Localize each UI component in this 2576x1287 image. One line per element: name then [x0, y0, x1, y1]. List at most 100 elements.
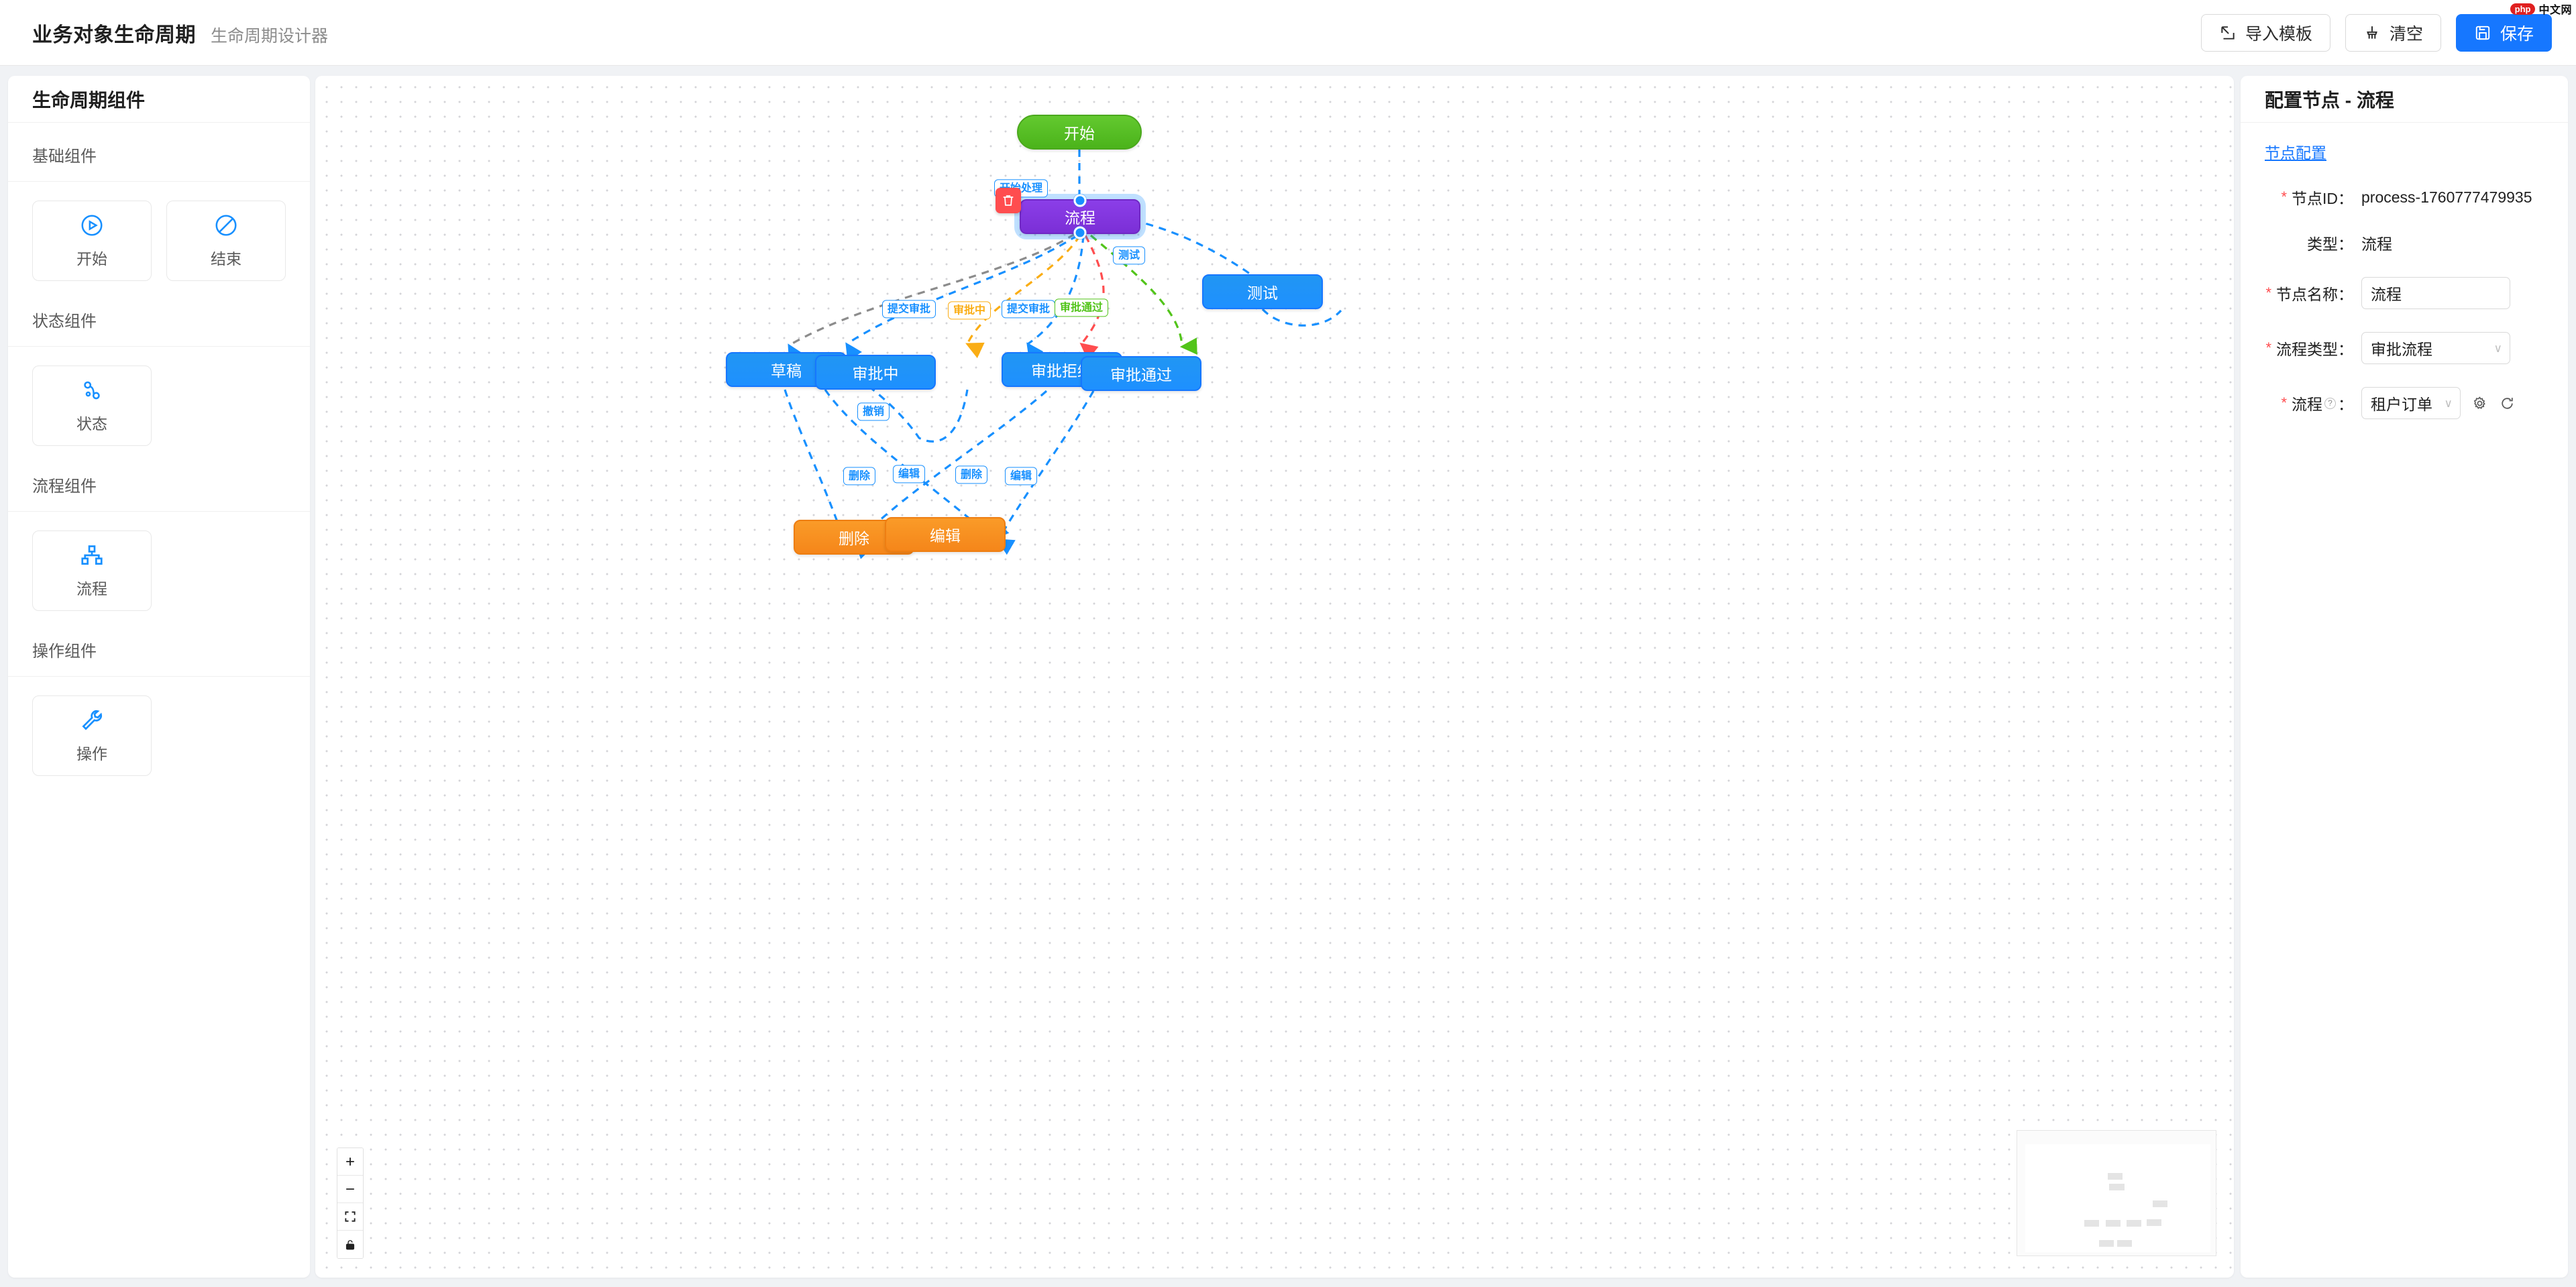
flow-type-select[interactable]: 审批流程 ∨	[2361, 332, 2510, 364]
node-config-panel: 配置节点 - 流程 节点配置 * 节点ID： process-176077747…	[2241, 76, 2568, 1278]
palette-item-start-label: 开始	[76, 250, 107, 268]
minimap-node	[2099, 1240, 2114, 1247]
component-palette: 生命周期组件 基础组件 开始 结束 状态组件	[8, 76, 310, 1278]
zoom-out-button[interactable]	[337, 1176, 363, 1203]
flow-diagram: 开始流程测试草稿审批中审批拒绝审批通过删除编辑开始处理测试提交审批审批中提交审批…	[315, 76, 2234, 1278]
palette-group-process: 流程	[8, 512, 310, 618]
field-type-label: 类型：	[2307, 235, 2353, 253]
zoom-in-button[interactable]	[337, 1148, 363, 1176]
stop-circle-icon	[213, 213, 239, 238]
fit-view-button[interactable]	[337, 1203, 363, 1231]
minimap-node	[2108, 1173, 2123, 1180]
chevron-down-icon: ∨	[2493, 341, 2502, 355]
plus-icon	[343, 1155, 357, 1168]
field-node-name-label: * 节点名称：	[2265, 284, 2353, 304]
edge-delete-button[interactable]	[996, 188, 1021, 213]
play-circle-icon	[79, 213, 105, 238]
edge-label[interactable]: 测试	[1112, 246, 1146, 265]
edge-label[interactable]: 撤销	[857, 402, 890, 421]
palette-item-process[interactable]: 流程	[32, 530, 152, 611]
flow-node-label: 删除	[839, 530, 869, 547]
watermark-badge: php	[2510, 3, 2536, 15]
node-config-form: * 节点ID： process-1760777479935 类型： 流程 * 节…	[2241, 176, 2568, 419]
lock-canvas-button[interactable]	[337, 1231, 363, 1258]
palette-group-basic: 开始 结束	[8, 182, 310, 288]
palette-group-title-basic: 基础组件	[8, 123, 310, 182]
edge-label[interactable]: 编辑	[1004, 467, 1038, 486]
field-flow-label: * 流程 ? ：	[2281, 394, 2353, 414]
palette-item-start[interactable]: 开始	[32, 201, 152, 281]
palette-item-end-label: 结束	[211, 250, 241, 268]
flow-node-label: 审批通过	[1110, 366, 1172, 384]
import-icon	[2219, 24, 2237, 42]
wrench-icon	[79, 708, 105, 733]
settings-gear-icon[interactable]	[2471, 395, 2488, 412]
flow-type-selected-value: 审批流程	[2371, 341, 2432, 358]
state-node-icon	[79, 378, 105, 403]
node-config-link[interactable]: 节点配置	[2265, 144, 2326, 162]
edge-layer	[784, 150, 1342, 559]
edge-label[interactable]: 提交审批	[1001, 300, 1056, 319]
required-mark: *	[2265, 284, 2271, 301]
help-circle-icon[interactable]: ?	[2324, 397, 2336, 409]
minimap-node	[2109, 1184, 2125, 1190]
flow-node-start[interactable]: 开始	[1017, 115, 1142, 150]
palette-item-process-label: 流程	[76, 580, 107, 598]
chevron-down-icon: ∨	[2444, 396, 2453, 410]
field-flow-type: * 流程类型： 审批流程 ∨	[2241, 332, 2551, 364]
save-button[interactable]: 保存	[2455, 13, 2552, 52]
required-mark: *	[2281, 394, 2287, 411]
edge-label[interactable]: 提交审批	[881, 300, 936, 319]
palette-item-end[interactable]: 结束	[166, 201, 286, 281]
clear-label: 清空	[2389, 24, 2423, 44]
save-label: 保存	[2500, 24, 2534, 44]
connection-port-top[interactable]	[1073, 194, 1087, 207]
palette-item-action[interactable]: 操作	[32, 695, 152, 776]
top-bar-actions: 导入模板 清空 保存	[2200, 13, 2552, 52]
edge-label[interactable]: 审批通过	[1054, 298, 1109, 317]
connection-port-bottom[interactable]	[1073, 226, 1087, 239]
minimap-node	[2106, 1220, 2121, 1227]
lock-icon	[343, 1238, 357, 1251]
broom-icon	[2363, 24, 2381, 42]
edge-label[interactable]: 删除	[843, 467, 876, 486]
palette-group-state: 状态	[8, 347, 310, 453]
title-block: 业务对象生命周期 生命周期设计器	[0, 18, 328, 48]
flow-node-label: 开始	[1064, 125, 1095, 142]
palette-group-title-state: 状态组件	[8, 288, 310, 347]
save-icon	[2474, 24, 2491, 42]
edge-label[interactable]: 删除	[955, 465, 988, 484]
field-type-value: 流程	[2361, 235, 2392, 253]
top-bar: 业务对象生命周期 生命周期设计器 导入模板 清空	[0, 0, 2576, 66]
field-flow-type-label: * 流程类型：	[2265, 339, 2353, 359]
edge-label[interactable]: 编辑	[892, 465, 926, 484]
minimap-node	[2117, 1240, 2132, 1247]
minimap-viewport	[2025, 1144, 2210, 1252]
field-flow: * 流程 ? ： 租户订单 ∨	[2241, 387, 2551, 419]
palette-title: 生命周期组件	[8, 76, 310, 123]
flow-node-label: 审批中	[852, 365, 899, 382]
edge-label[interactable]: 审批中	[947, 301, 991, 320]
zoom-controls	[337, 1148, 364, 1259]
flow-node-pending[interactable]: 审批中	[815, 355, 936, 390]
field-type: 类型： 流程	[2241, 231, 2551, 254]
minimap[interactable]	[2017, 1130, 2216, 1256]
palette-item-state[interactable]: 状态	[32, 366, 152, 446]
import-template-button[interactable]: 导入模板	[2200, 13, 2330, 52]
minimap-node	[2127, 1220, 2141, 1227]
page-subtitle: 生命周期设计器	[211, 26, 329, 46]
refresh-icon[interactable]	[2499, 395, 2516, 412]
flow-node-approved[interactable]: 审批通过	[1081, 356, 1201, 391]
clear-button[interactable]: 清空	[2345, 13, 2441, 52]
flow-select[interactable]: 租户订单 ∨	[2361, 387, 2461, 419]
flow-canvas[interactable]: 开始流程测试草稿审批中审批拒绝审批通过删除编辑开始处理测试提交审批审批中提交审批…	[315, 76, 2234, 1278]
node-config-title: 配置节点 - 流程	[2241, 76, 2568, 123]
flow-node-label: 测试	[1247, 284, 1278, 302]
node-name-input[interactable]	[2361, 277, 2510, 309]
field-node-name: * 节点名称：	[2241, 277, 2551, 309]
minus-icon	[343, 1182, 357, 1196]
flow-node-edit[interactable]: 编辑	[885, 517, 1006, 552]
palette-group-action: 操作	[8, 677, 310, 783]
flow-node-process[interactable]: 流程	[1020, 194, 1140, 239]
flow-node-test[interactable]: 测试	[1202, 274, 1323, 309]
